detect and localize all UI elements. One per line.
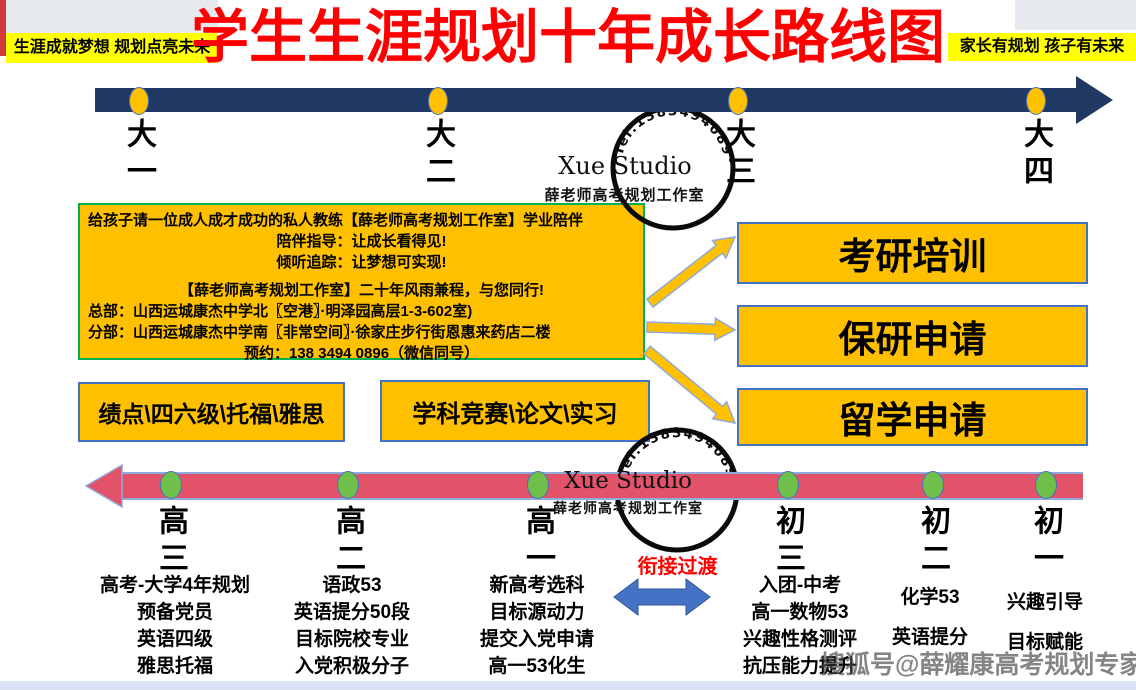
transition-label: 衔接过渡	[637, 556, 718, 578]
flow-fan-arrows-icon	[642, 236, 737, 424]
grade-label: 初一	[1029, 505, 1062, 579]
info-line: 预约：138 3494 0896（微信同号）	[243, 345, 480, 362]
top-left-gray-strip	[0, 0, 218, 38]
column-item: 抗压能力提升	[742, 656, 857, 677]
info-line: 总部：山西运城康杰中学北〖空港〗·明泽园高层1-3-602室)	[88, 303, 473, 320]
milestone-dot	[922, 471, 944, 499]
milestone-dot	[337, 471, 359, 499]
grade-label: 初二	[916, 505, 949, 579]
stamp-studio-name: Xue Studio	[558, 152, 692, 180]
column-item: 英语提分	[891, 627, 968, 648]
column-item: 兴趣引导	[1006, 592, 1083, 613]
column-item: 化学53	[900, 587, 960, 608]
flow-box-baoyan: 保研申请	[737, 305, 1088, 367]
column-item: 高考-大学4年规划	[100, 575, 250, 596]
milestone-dot	[777, 471, 799, 499]
column-chu1: 兴趣引导 目标赋能	[960, 583, 1130, 663]
grade-label: 初三	[771, 505, 804, 579]
uni-label-year4: 大四	[1019, 118, 1052, 192]
info-line: 倾听追踪：让梦想可实现!	[276, 254, 447, 271]
info-line: 分部：山西运城康杰中学南〖非常空间〗·徐家庄步行街恩惠来药店二楼	[88, 324, 551, 341]
column-item: 英语四级	[136, 629, 213, 650]
column-item: 高一53化生	[488, 656, 586, 677]
right-slogan-banner: 家长有规划 孩子有未来	[948, 33, 1136, 61]
grade-label: 高二	[331, 505, 364, 579]
milestone-dot	[527, 471, 549, 499]
stamp-studio-subtitle: 薛老师高考规划工作室	[553, 501, 703, 517]
watermark: 搜狐号@薛耀康高考规划专家	[820, 651, 1136, 679]
column-item: 新高考选科	[489, 575, 585, 596]
column-item: 预备党员	[136, 602, 213, 623]
flow-box-liuxue: 留学申请	[737, 388, 1088, 446]
column-item: 入党积极分子	[294, 656, 409, 677]
milestone-dot	[129, 87, 149, 115]
university-timeline-bar	[95, 88, 1078, 112]
studio-info-box: 给孩子请一位成人成才成功的私人教练【薛老师高考规划工作室】学业陪伴 陪伴指导：让…	[78, 203, 645, 362]
left-slogan-banner: 生涯成就梦想 规划点亮未来	[6, 33, 218, 63]
info-line: 给孩子请一位成人成才成功的私人教练【薛老师高考规划工作室】学业陪伴	[88, 212, 584, 229]
column-chu3: 入团-中考 高一数物53 兴趣性格测评 抗压能力提升	[695, 572, 905, 680]
column-gao1: 新高考选科 目标源动力 提交入党申请 高一53化生	[432, 572, 642, 680]
column-chu2: 化学53 英语提分	[845, 578, 1015, 658]
column-item: 入团-中考	[758, 575, 842, 596]
column-item: 提交入党申请	[479, 629, 594, 650]
skill-box-gpa-toefl: 绩点\四六级\托福\雅思	[78, 382, 345, 442]
uni-label-year1: 大一	[122, 118, 155, 192]
column-item: 语政53	[322, 575, 382, 596]
info-line: 陪伴指导：让成长看得见!	[276, 233, 447, 250]
column-gao2: 语政53 英语提分50段 目标院校专业 入党积极分子	[252, 572, 452, 680]
uni-label-year2: 大二	[421, 118, 454, 192]
column-item: 目标源动力	[489, 602, 585, 623]
skill-box-competition: 学科竞赛\论文\实习	[380, 380, 650, 442]
timeline-left-arrowhead-icon	[84, 464, 123, 508]
column-item: 目标赋能	[1006, 632, 1083, 653]
grade-label: 高一	[521, 505, 554, 579]
milestone-dot	[160, 471, 182, 499]
grade-label: 高三	[154, 505, 187, 579]
page-title: 学生生涯规划十年成长路线图	[190, 5, 945, 70]
milestone-dot	[1026, 87, 1046, 115]
top-right-gray-strip	[1015, 0, 1136, 30]
flow-box-kaoyan: 考研培训	[737, 222, 1088, 284]
milestone-dot	[1035, 471, 1057, 499]
bottom-edge-strip	[0, 681, 1136, 690]
column-item: 高一数物53	[751, 602, 849, 623]
transition-double-arrow-icon	[613, 578, 711, 616]
column-item: 兴趣性格测评	[742, 629, 857, 650]
stamp-studio-name: Xue Studio	[564, 468, 692, 494]
milestone-dot	[428, 87, 448, 115]
column-item: 目标院校专业	[294, 629, 409, 650]
timeline-right-arrowhead-icon	[1076, 76, 1113, 124]
column-item: 英语提分50段	[293, 602, 411, 623]
column-item: 雅思托福	[136, 656, 213, 677]
column-gao3: 高考-大学4年规划 预备党员 英语四级 雅思托福	[70, 572, 280, 680]
milestone-dot	[728, 87, 748, 115]
left-edge-red-sliver	[0, 0, 6, 56]
stamp-studio-subtitle: 薛老师高考规划工作室	[544, 186, 705, 204]
info-line: 【薛老师高考规划工作室】二十年风雨兼程，与您同行!	[179, 282, 544, 299]
uni-label-year3: 大三	[721, 118, 754, 192]
